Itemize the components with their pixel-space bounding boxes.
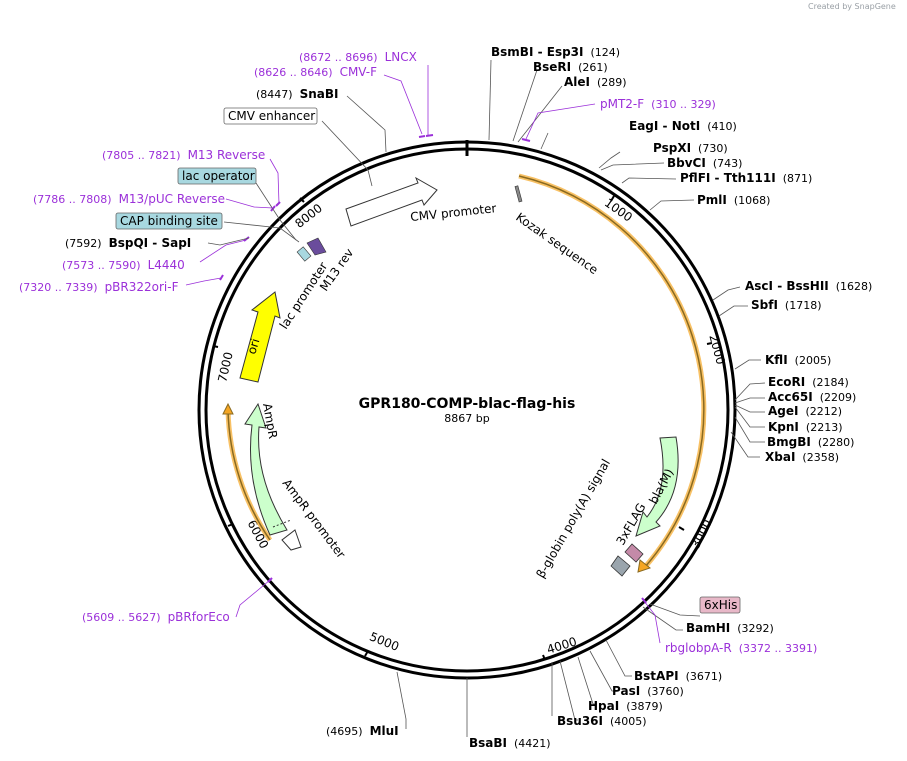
polya-feature [610, 555, 631, 577]
primer-cmv-f: (8626 .. 8646)CMV-F [254, 65, 377, 79]
lac-operator-box [177, 167, 257, 185]
cap-site-box [115, 212, 223, 230]
enzyme-bseri: BseRI(261) [533, 60, 608, 74]
lac-operator-label: lac operator [182, 169, 255, 183]
snapgene-watermark: Created by SnapGene [808, 2, 896, 11]
primer-m13-reverse: (7805 .. 7821)M13 Reverse [102, 148, 265, 162]
his-label: 6xHis [704, 598, 737, 612]
enzyme-acc65i: Acc65I(2209) [768, 390, 856, 404]
enzyme-asci: AscI - BssHII(1628) [745, 279, 872, 293]
polya-label: β-globin poly(A) signal [533, 457, 613, 581]
enzyme-pflfi: PflFI - Tth111I(871) [680, 171, 812, 185]
tick-8000: 8000 [292, 201, 325, 231]
enzyme-pasi: PasI(3760) [612, 684, 684, 698]
enzyme-snabi: (8447)SnaBI [256, 87, 338, 101]
flag-feature [624, 543, 644, 563]
enzyme-bsmbi: BsmBI - Esp3I(124) [491, 45, 620, 59]
ampr-orf-core [227, 409, 271, 541]
tick-5000: 5000 [368, 629, 402, 653]
primer-pbr322ori-f: (7320 .. 7339)pBR322ori-F [19, 280, 179, 294]
tick-1000: 1000 [602, 196, 635, 225]
enzyme-xbai: XbaI(2358) [765, 450, 839, 464]
enzyme-hpai: HpaI(3879) [588, 699, 663, 713]
lac-promoter-label: lac promoter [277, 260, 331, 332]
enzyme-bamhi: BamHI(3292) [686, 621, 774, 635]
primer-rbglobpa-r: rbglobpA-R(3372 .. 3391) [665, 641, 817, 655]
kozak-label: Kozak sequence [513, 210, 600, 277]
enzyme-bspqi: (7592)BspQI - SapI [65, 236, 191, 250]
his-box [699, 596, 741, 614]
m13-rev-feature [306, 237, 327, 256]
tick-7000: 7000 [215, 351, 236, 384]
enzyme-agei: AgeI(2212) [768, 404, 842, 418]
ampr-promoter-arrow [281, 529, 302, 551]
primer-l4440: (7573 .. 7590)L4440 [62, 258, 185, 272]
orf-arc-core [518, 175, 705, 568]
ori-label: ori [244, 337, 262, 356]
cmv-enhancer-label: CMV enhancer [228, 109, 315, 123]
enzyme-pspxi: PspXI(730) [653, 141, 728, 155]
enzyme-kpni: KpnI(2213) [768, 420, 842, 434]
primer-pmt2-f: pMT2-F(310 .. 329) [600, 97, 716, 111]
cmv-promoter-label: CMV promoter [410, 201, 497, 224]
cmv-promoter-arrow [345, 176, 438, 227]
cmv-enhancer-box [223, 107, 318, 125]
ampr-arrow [244, 402, 288, 536]
enzyme-bsu36i: Bsu36I(4005) [557, 714, 647, 728]
enzyme-bmgbi: BmgBI(2280) [767, 435, 854, 449]
enzyme-mlui: (4695)MluI [326, 724, 399, 738]
enzyme-bsabi: BsaBI(4421) [469, 736, 551, 750]
primer-m13-puc-reverse: (7786 .. 7808)M13/pUC Reverse [33, 192, 225, 206]
enzyme-alei: AleI(289) [564, 75, 627, 89]
bla-arrow [635, 436, 679, 537]
cap-site-label: CAP binding site [120, 214, 218, 228]
primer-pbrforeco: (5609 .. 5627)pBRforEco [82, 610, 230, 624]
enzyme-eagi: EagI - NotI(410) [629, 119, 737, 133]
lac-operator-feature [296, 246, 312, 262]
enzyme-ecori: EcoRI(2184) [768, 375, 849, 389]
plasmid-name: GPR180-COMP-blac-flag-his [359, 396, 576, 412]
orf-arrowhead [637, 559, 652, 573]
tick-3000: 3000 [688, 517, 714, 551]
ampr-orf-arrowhead [222, 402, 234, 415]
enzyme-bstapi: BstAPI(3671) [634, 669, 722, 683]
plasmid-length: 8867 bp [444, 412, 489, 425]
enzyme-pmli: PmlI(1068) [697, 193, 770, 207]
kozak-mark [514, 185, 523, 203]
enzyme-kfli: KflI(2005) [765, 353, 831, 367]
ampr-label: AmpR [260, 402, 280, 440]
enzyme-sbfi: SbfI(1718) [751, 298, 822, 312]
ampr-dash [272, 519, 292, 528]
enzyme-bbvci: BbvCI(743) [667, 156, 742, 170]
primer-lncx: (8672 .. 8696)LNCX [299, 50, 417, 64]
ori-arrow [239, 291, 281, 383]
